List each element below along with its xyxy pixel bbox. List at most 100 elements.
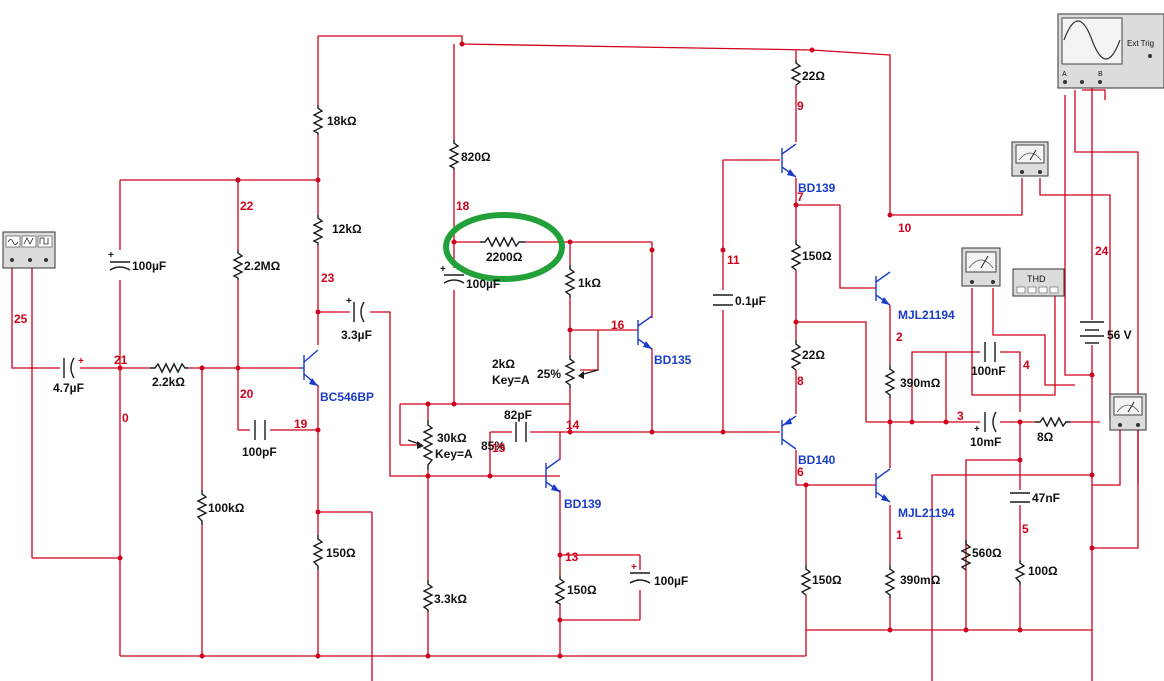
resistor-150-b xyxy=(554,575,566,605)
label-c-100n: 100nF xyxy=(971,364,1006,378)
resistor-150-a xyxy=(312,535,324,570)
net-4: 4 xyxy=(1023,358,1030,372)
resistor-22-b xyxy=(790,340,802,371)
resistor-390m-b xyxy=(884,565,896,598)
transistor-q7 xyxy=(875,468,891,503)
capacitor-10mf: + xyxy=(974,411,997,435)
meter-1[interactable] xyxy=(1011,141,1049,177)
capacitors: + + + + xyxy=(63,250,1104,584)
label-c-4-7u: 4.7µF xyxy=(53,381,84,395)
label-q6: MJL21194 xyxy=(898,308,955,322)
label-r-18k: 18kΩ xyxy=(327,114,357,128)
net-15: 15 xyxy=(492,441,506,455)
net-10: 10 xyxy=(898,221,912,235)
meter-3[interactable] xyxy=(1109,393,1147,431)
svg-text:+: + xyxy=(974,424,980,435)
label-r-150-a: 150Ω xyxy=(326,546,356,560)
label-battery: 56 V xyxy=(1107,328,1132,342)
net-24: 24 xyxy=(1095,244,1109,258)
net-7: 7 xyxy=(797,190,804,204)
label-q5: BD140 xyxy=(798,453,836,467)
net-14: 14 xyxy=(566,418,580,432)
net-9: 9 xyxy=(797,99,804,113)
svg-text:+: + xyxy=(108,250,114,261)
label-c-100p: 100pF xyxy=(242,445,277,459)
resistor-1k xyxy=(564,265,576,298)
scope-channel-b-label: B xyxy=(1098,71,1103,78)
oscilloscope[interactable]: Ext Trig A B xyxy=(1057,13,1164,89)
label-pot-2k: 2kΩ xyxy=(492,357,515,371)
transistor-q3 xyxy=(545,458,561,493)
scope-channel-a-label: A xyxy=(1062,71,1067,78)
transistor-labels: BC546BP BD135 BD139 BD139 BD140 MJL21194… xyxy=(320,181,955,520)
net-6: 6 xyxy=(797,465,804,479)
net-2: 2 xyxy=(896,330,903,344)
function-generator[interactable] xyxy=(2,231,56,269)
net-5: 5 xyxy=(1022,522,1029,536)
label-c-100u-a: 100µF xyxy=(132,259,166,273)
capacitor-47nf xyxy=(1010,492,1030,503)
label-q1: BC546BP xyxy=(320,390,374,404)
resistor-150-c xyxy=(790,240,802,271)
scope-ext-trig-label: Ext Trig xyxy=(1127,39,1154,48)
net-23: 23 xyxy=(321,271,335,285)
net-11: 11 xyxy=(727,253,740,267)
label-c-10m: 10mF xyxy=(970,435,1001,449)
net-13: 13 xyxy=(565,550,579,564)
highlight-circle xyxy=(443,212,565,282)
capacitor-100pf xyxy=(254,420,266,440)
thd-label: THD xyxy=(1027,274,1046,284)
net-19: 19 xyxy=(294,417,308,431)
label-pot-30k-pct: 85% xyxy=(481,439,505,453)
resistor-150-d xyxy=(800,565,812,596)
resistor-560 xyxy=(960,540,972,571)
label-c-100u-b: 100µF xyxy=(466,277,500,291)
resistor-22-a xyxy=(790,60,802,86)
svg-text:+: + xyxy=(346,296,352,307)
label-q7: MJL21194 xyxy=(898,506,955,520)
net-20: 20 xyxy=(240,387,254,401)
label-r-8: 8Ω xyxy=(1037,430,1054,444)
transistor-q6 xyxy=(875,271,891,306)
label-c-0-1u: 0.1µF xyxy=(735,294,766,308)
capacitor-100uf-b: + xyxy=(440,264,465,284)
resistor-3-3k xyxy=(422,580,434,612)
resistor-2-2m xyxy=(232,250,244,280)
label-r-12k: 12kΩ xyxy=(332,222,362,236)
label-r-150-d: 150Ω xyxy=(812,573,842,587)
transistor-q4 xyxy=(781,143,797,178)
net-8: 8 xyxy=(797,374,804,388)
thd-analyzer[interactable]: THD xyxy=(1012,268,1065,297)
label-pot-2k-pct: 25% xyxy=(537,367,561,381)
resistor-8 xyxy=(1035,416,1070,428)
capacitor-100uf-a: + xyxy=(108,250,131,271)
transistors xyxy=(300,143,891,503)
label-r-1k: 1kΩ xyxy=(578,276,601,290)
net-25: 25 xyxy=(14,312,28,326)
capacitor-82pf xyxy=(515,422,527,442)
potentiometer-2k xyxy=(564,355,576,388)
net-1: 1 xyxy=(896,528,903,542)
label-r-3-3k: 3.3kΩ xyxy=(434,592,467,606)
label-r-390m-a: 390mΩ xyxy=(900,376,941,390)
resistor-2-2k xyxy=(150,362,188,374)
net-3: 3 xyxy=(957,409,964,423)
resistor-18k xyxy=(312,105,324,135)
svg-text:+: + xyxy=(78,356,84,367)
meter-2[interactable] xyxy=(961,247,1001,287)
svg-text:+: + xyxy=(440,264,446,275)
label-r-150-c: 150Ω xyxy=(802,249,832,263)
transistor-q2 xyxy=(637,315,653,350)
svg-text:+: + xyxy=(631,562,637,573)
resistor-820 xyxy=(448,140,460,170)
transistor-q5 xyxy=(781,415,797,450)
transistor-q1 xyxy=(300,349,319,387)
resistor-100 xyxy=(1014,560,1026,585)
label-r-100: 100Ω xyxy=(1028,564,1058,578)
net-labels: 0 1 2 3 4 5 6 7 8 9 10 11 13 14 15 16 18… xyxy=(14,99,1109,564)
label-q4: BD139 xyxy=(798,181,836,195)
capacitor-100uf-c: + xyxy=(629,562,651,584)
label-c-47n: 47nF xyxy=(1032,491,1060,505)
component-labels: 18kΩ 12kΩ 820Ω 2200Ω 1kΩ 2.2MΩ 100µF 100… xyxy=(53,69,1132,606)
